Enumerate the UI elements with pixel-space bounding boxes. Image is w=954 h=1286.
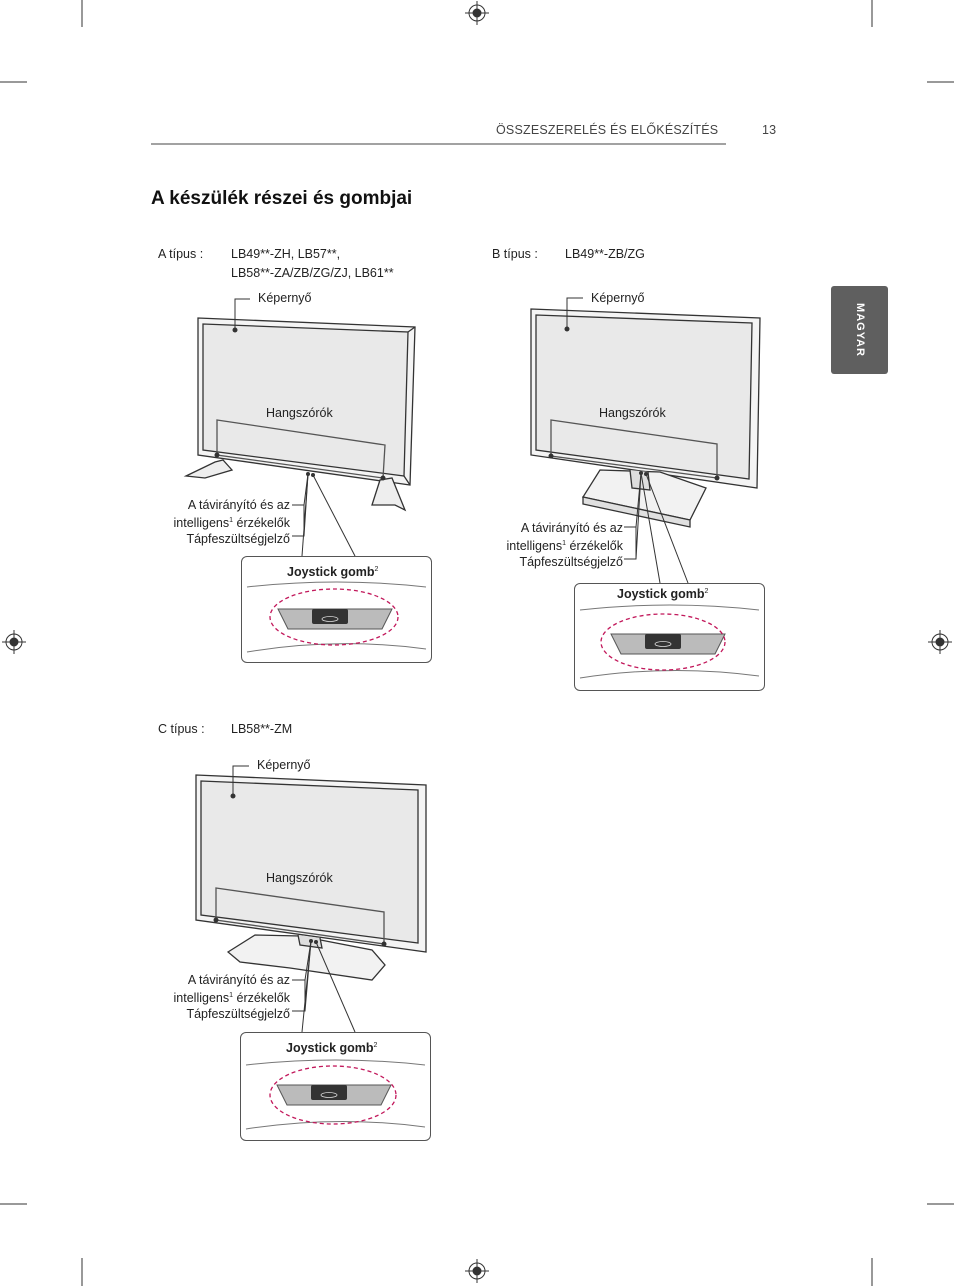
type-a-screen-label: Képernyő (258, 291, 312, 305)
page-title: A készülék részei és gombjai (151, 188, 413, 209)
type-c-sensor-label: A távirányító és az intelligens1 érzékel… (160, 972, 290, 1022)
running-header: ÖSSZESZERELÉS ÉS ELŐKÉSZÍTÉS (496, 123, 719, 137)
type-c-power-indicator-label: Tápfeszültségjelző (186, 1007, 290, 1022)
type-b-speakers-label: Hangszórók (599, 406, 666, 420)
type-c-joystick-panel: Joystick gomb2 (240, 1032, 431, 1141)
language-tab: MAGYAR (831, 286, 888, 374)
type-a-speakers-label: Hangszórók (266, 406, 333, 420)
type-b-joystick-label: Joystick gomb2 (617, 587, 709, 601)
type-a-models-line2: LB58**-ZA/ZB/ZG/ZJ, LB61** (231, 266, 394, 280)
type-b-joystick-panel: Joystick gomb2 (574, 583, 765, 691)
type-c-label: C típus : (158, 722, 205, 736)
type-b-screen-label: Képernyő (591, 291, 645, 305)
type-a-label: A típus : (158, 247, 204, 261)
type-a-joystick-panel: Joystick gomb2 (241, 556, 432, 663)
page-number: 13 (762, 123, 777, 137)
type-b-label: B típus : (492, 247, 538, 261)
type-c-models-line1: LB58**-ZM (231, 722, 293, 736)
type-a-sensor-label: A távirányító és az intelligens1 érzékel… (160, 497, 290, 547)
type-c-joystick-label: Joystick gomb2 (286, 1041, 378, 1055)
type-b-power-indicator-label: Tápfeszültségjelző (519, 555, 623, 570)
type-a-models-line1: LB49**-ZH, LB57**, (231, 247, 341, 261)
type-b-sensor-label: A távirányító és az intelligens1 érzékel… (493, 520, 623, 570)
type-a-joystick-label: Joystick gomb2 (287, 565, 379, 579)
type-c-screen-label: Képernyő (257, 758, 311, 772)
type-a-power-indicator-label: Tápfeszültségjelző (186, 532, 290, 547)
type-c-speakers-label: Hangszórók (266, 871, 333, 885)
type-b-models-line1: LB49**-ZB/ZG (565, 247, 645, 261)
